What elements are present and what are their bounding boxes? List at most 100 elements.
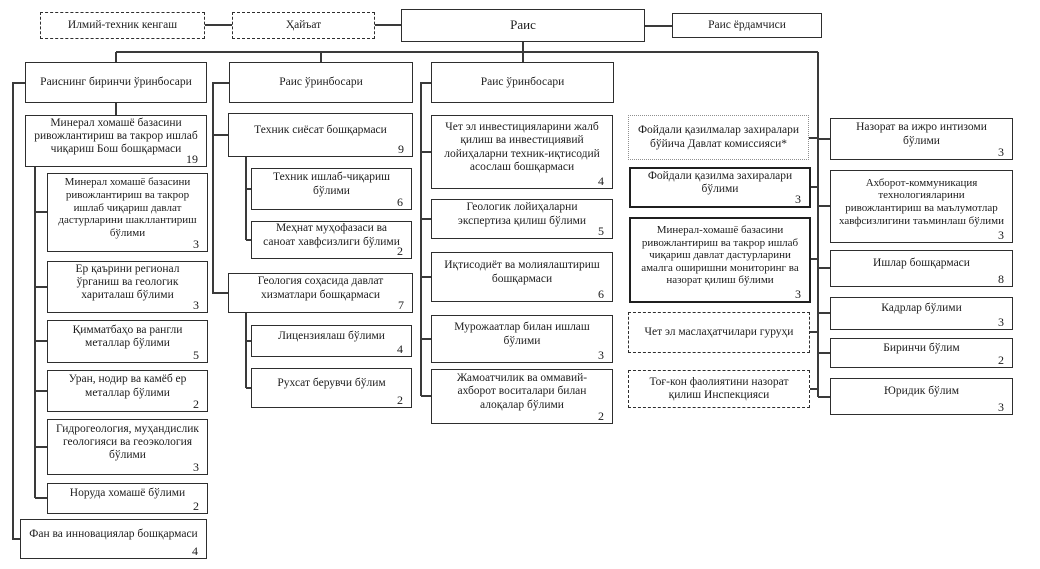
box-deputy-2: Раис ўринбосари — [431, 62, 614, 103]
box-chairman: Раис — [401, 9, 645, 42]
box-deputy-1-label: Раис ўринбосари — [279, 75, 363, 88]
box-foreign-investment: Чет эл инвестицияларини жалб қилиш ва ин… — [431, 115, 613, 189]
box-control-discipline-count: 3 — [998, 144, 1004, 159]
box-economy-financing-count: 6 — [598, 286, 604, 301]
box-nonore-raw-materials-label: Норуда хомашё бўлими — [69, 487, 186, 500]
box-permitting-count: 2 — [397, 392, 403, 407]
box-regional-study-mapping: Ер қаърини регионал ўрганиш ва геологик … — [47, 261, 208, 313]
box-science-innovation-count: 4 — [192, 543, 198, 558]
box-appeals-handling: Мурожаатлар билан ишлаш бўлими 3 — [431, 315, 613, 363]
box-technical-policy: Техник сиёсат бошқармаси 9 — [228, 113, 413, 157]
box-public-media-relations: Жамоатчилик ва оммавий-ахборот воситалар… — [431, 369, 613, 424]
box-state-reserves-commission: Фойдали қазилмалар захиралари бўйича Дав… — [628, 115, 809, 160]
box-mineral-head-department-label: Минерал хомашё базасини ривожлантириш ва… — [34, 116, 198, 156]
box-uranium-rare-metals-label: Уран, нодир ва камёб ер металлар бўлими — [68, 373, 187, 399]
box-chairman-assistant-label: Раис ёрдамчиси — [708, 18, 786, 31]
box-precious-metals-count: 5 — [193, 347, 199, 362]
box-state-programs-formation: Минерал хомашё базасини ривожлантириш ва… — [47, 173, 208, 252]
box-licensing-label: Лицензиялаш бўлими — [278, 329, 385, 342]
box-permitting-label: Рухсат берувчи бўлим — [277, 376, 386, 389]
box-foreign-investment-label: Чет эл инвестицияларини жалб қилиш ва ин… — [444, 121, 600, 173]
box-technical-production-count: 6 — [397, 194, 403, 209]
box-geology-state-services-count: 7 — [398, 297, 404, 312]
box-regional-study-mapping-count: 3 — [193, 297, 199, 312]
box-hydrogeology-label: Гидрогеология, муҳандислик геологияси ва… — [56, 422, 200, 462]
box-nonore-raw-materials-count: 2 — [193, 498, 199, 513]
box-first-division: Биринчи бўлим 2 — [830, 338, 1013, 368]
box-legal-division-label: Юридик бўлим — [884, 385, 959, 398]
box-mineral-reserves-count: 3 — [795, 191, 801, 206]
box-precious-metals: Қимматбаҳо ва рангли металлар бўлими 5 — [47, 320, 208, 363]
box-appeals-handling-label: Мурожаатлар билан ишлаш бўлими — [454, 321, 590, 347]
box-nonore-raw-materials: Норуда хомашё бўлими 2 — [47, 483, 208, 514]
box-labor-safety-label: Меҳнат муҳофазаси ва саноат хавфсизлиги … — [263, 222, 400, 248]
box-foreign-investment-count: 4 — [598, 173, 604, 188]
box-deputy-1: Раис ўринбосари — [229, 62, 413, 103]
box-public-media-relations-label: Жамоатчилик ва оммавий-ахборот воситалар… — [456, 372, 588, 411]
box-mining-inspection: Тоғ-кон фаолиятини назорат қилиш Инспекц… — [628, 370, 810, 408]
box-mineral-head-department-count: 19 — [186, 151, 198, 166]
box-affairs-department: Ишлар бошқармаси 8 — [830, 250, 1013, 287]
box-economy-financing-label: Иқтисодиёт ва молиялаштириш бошқармаси — [444, 259, 600, 285]
box-chairman-assistant: Раис ёрдамчиси — [672, 13, 822, 38]
box-hydrogeology: Гидрогеология, муҳандислик геологияси ва… — [47, 419, 208, 475]
box-technical-production: Техник ишлаб-чиқариш бўлими 6 — [251, 168, 412, 210]
box-personnel-count: 3 — [998, 314, 1004, 329]
box-monitoring-control-label: Минерал-хомашё базасини ривожлантириш ва… — [641, 223, 799, 287]
box-foreign-consultants-group-label: Чет эл маслаҳатчилари гуруҳи — [644, 325, 794, 338]
box-control-discipline-label: Назорат ва ижро интизоми бўлими — [856, 121, 987, 147]
box-ict-data-security: Ахборот-коммуникация технологияларини ри… — [830, 170, 1013, 243]
box-ict-data-security-label: Ахборот-коммуникация технологияларини ри… — [839, 176, 1004, 227]
box-permitting: Рухсат берувчи бўлим 2 — [251, 368, 412, 408]
box-licensing: Лицензиялаш бўлими 4 — [251, 325, 412, 357]
box-geology-state-services: Геология соҳасида давлат хизматлари бошқ… — [228, 273, 413, 313]
box-first-division-label: Биринчи бўлим — [883, 341, 960, 354]
box-first-division-count: 2 — [998, 352, 1004, 367]
box-legal-division-count: 3 — [998, 399, 1004, 414]
box-personnel-label: Кадрлар бўлими — [881, 302, 962, 315]
box-mineral-reserves-label: Фойдали қазилма захиралари бўлими — [647, 169, 793, 195]
box-state-reserves-commission-label: Фойдали қазилмалар захиралари бўйича Дав… — [637, 124, 800, 150]
box-deputy-2-label: Раис ўринбосари — [480, 75, 565, 88]
box-regional-study-mapping-label: Ер қаърини регионал ўрганиш ва геологик … — [75, 262, 180, 302]
box-geological-expertise: Геологик лойиҳаларни экспертиза қилиш бў… — [431, 199, 613, 239]
box-geology-state-services-label: Геология соҳасида давлат хизматлари бошқ… — [257, 275, 384, 301]
box-precious-metals-label: Қимматбаҳо ва рангли металлар бўлими — [72, 323, 183, 349]
box-science-technical-council-label: Илмий-техник кенгаш — [67, 18, 178, 31]
box-state-programs-formation-label: Минерал хомашё базасини ривожлантириш ва… — [58, 176, 197, 239]
box-public-media-relations-count: 2 — [598, 408, 604, 423]
box-science-innovation: Фан ва инновациялар бошқармаси 4 — [20, 519, 207, 559]
box-geological-expertise-label: Геологик лойиҳаларни экспертиза қилиш бў… — [457, 201, 587, 227]
box-affairs-department-label: Ишлар бошқармаси — [873, 257, 970, 270]
box-hydrogeology-count: 3 — [193, 459, 199, 474]
box-technical-policy-count: 9 — [398, 141, 404, 156]
box-affairs-department-count: 8 — [998, 271, 1004, 286]
box-uranium-rare-metals-count: 2 — [193, 396, 199, 411]
box-labor-safety: Меҳнат муҳофазаси ва саноат хавфсизлиги … — [251, 221, 412, 259]
box-geological-expertise-count: 5 — [598, 223, 604, 238]
box-labor-safety-count: 2 — [397, 243, 403, 258]
box-foreign-consultants-group: Чет эл маслаҳатчилари гуруҳи — [628, 312, 810, 353]
box-science-technical-council: Илмий-техник кенгаш — [40, 12, 205, 39]
box-ict-data-security-count: 3 — [998, 227, 1004, 242]
box-mining-inspection-label: Тоғ-кон фаолиятини назорат қилиш Инспекц… — [649, 375, 789, 401]
box-uranium-rare-metals: Уран, нодир ва камёб ер металлар бўлими … — [47, 370, 208, 412]
box-personnel: Кадрлар бўлими 3 — [830, 297, 1013, 330]
box-chairman-label: Раис — [510, 17, 536, 33]
box-state-programs-formation-count: 3 — [193, 236, 199, 251]
box-technical-policy-label: Техник сиёсат бошқармаси — [254, 123, 387, 136]
box-legal-division: Юридик бўлим 3 — [830, 378, 1013, 415]
box-first-deputy: Раиснинг биринчи ўринбосари — [25, 62, 207, 103]
box-monitoring-control-count: 3 — [795, 286, 801, 301]
box-licensing-count: 4 — [397, 341, 403, 356]
box-appeals-handling-count: 3 — [598, 347, 604, 362]
box-economy-financing: Иқтисодиёт ва молиялаштириш бошқармаси 6 — [431, 252, 613, 302]
box-board-label: Ҳайъат — [285, 18, 322, 31]
box-board: Ҳайъат — [232, 12, 375, 39]
box-science-innovation-label: Фан ва инновациялар бошқармаси — [29, 527, 198, 540]
box-mineral-reserves: Фойдали қазилма захиралари бўлими 3 — [629, 167, 811, 208]
box-first-deputy-label: Раиснинг биринчи ўринбосари — [40, 75, 192, 88]
box-technical-production-label: Техник ишлаб-чиқариш бўлими — [273, 171, 390, 197]
